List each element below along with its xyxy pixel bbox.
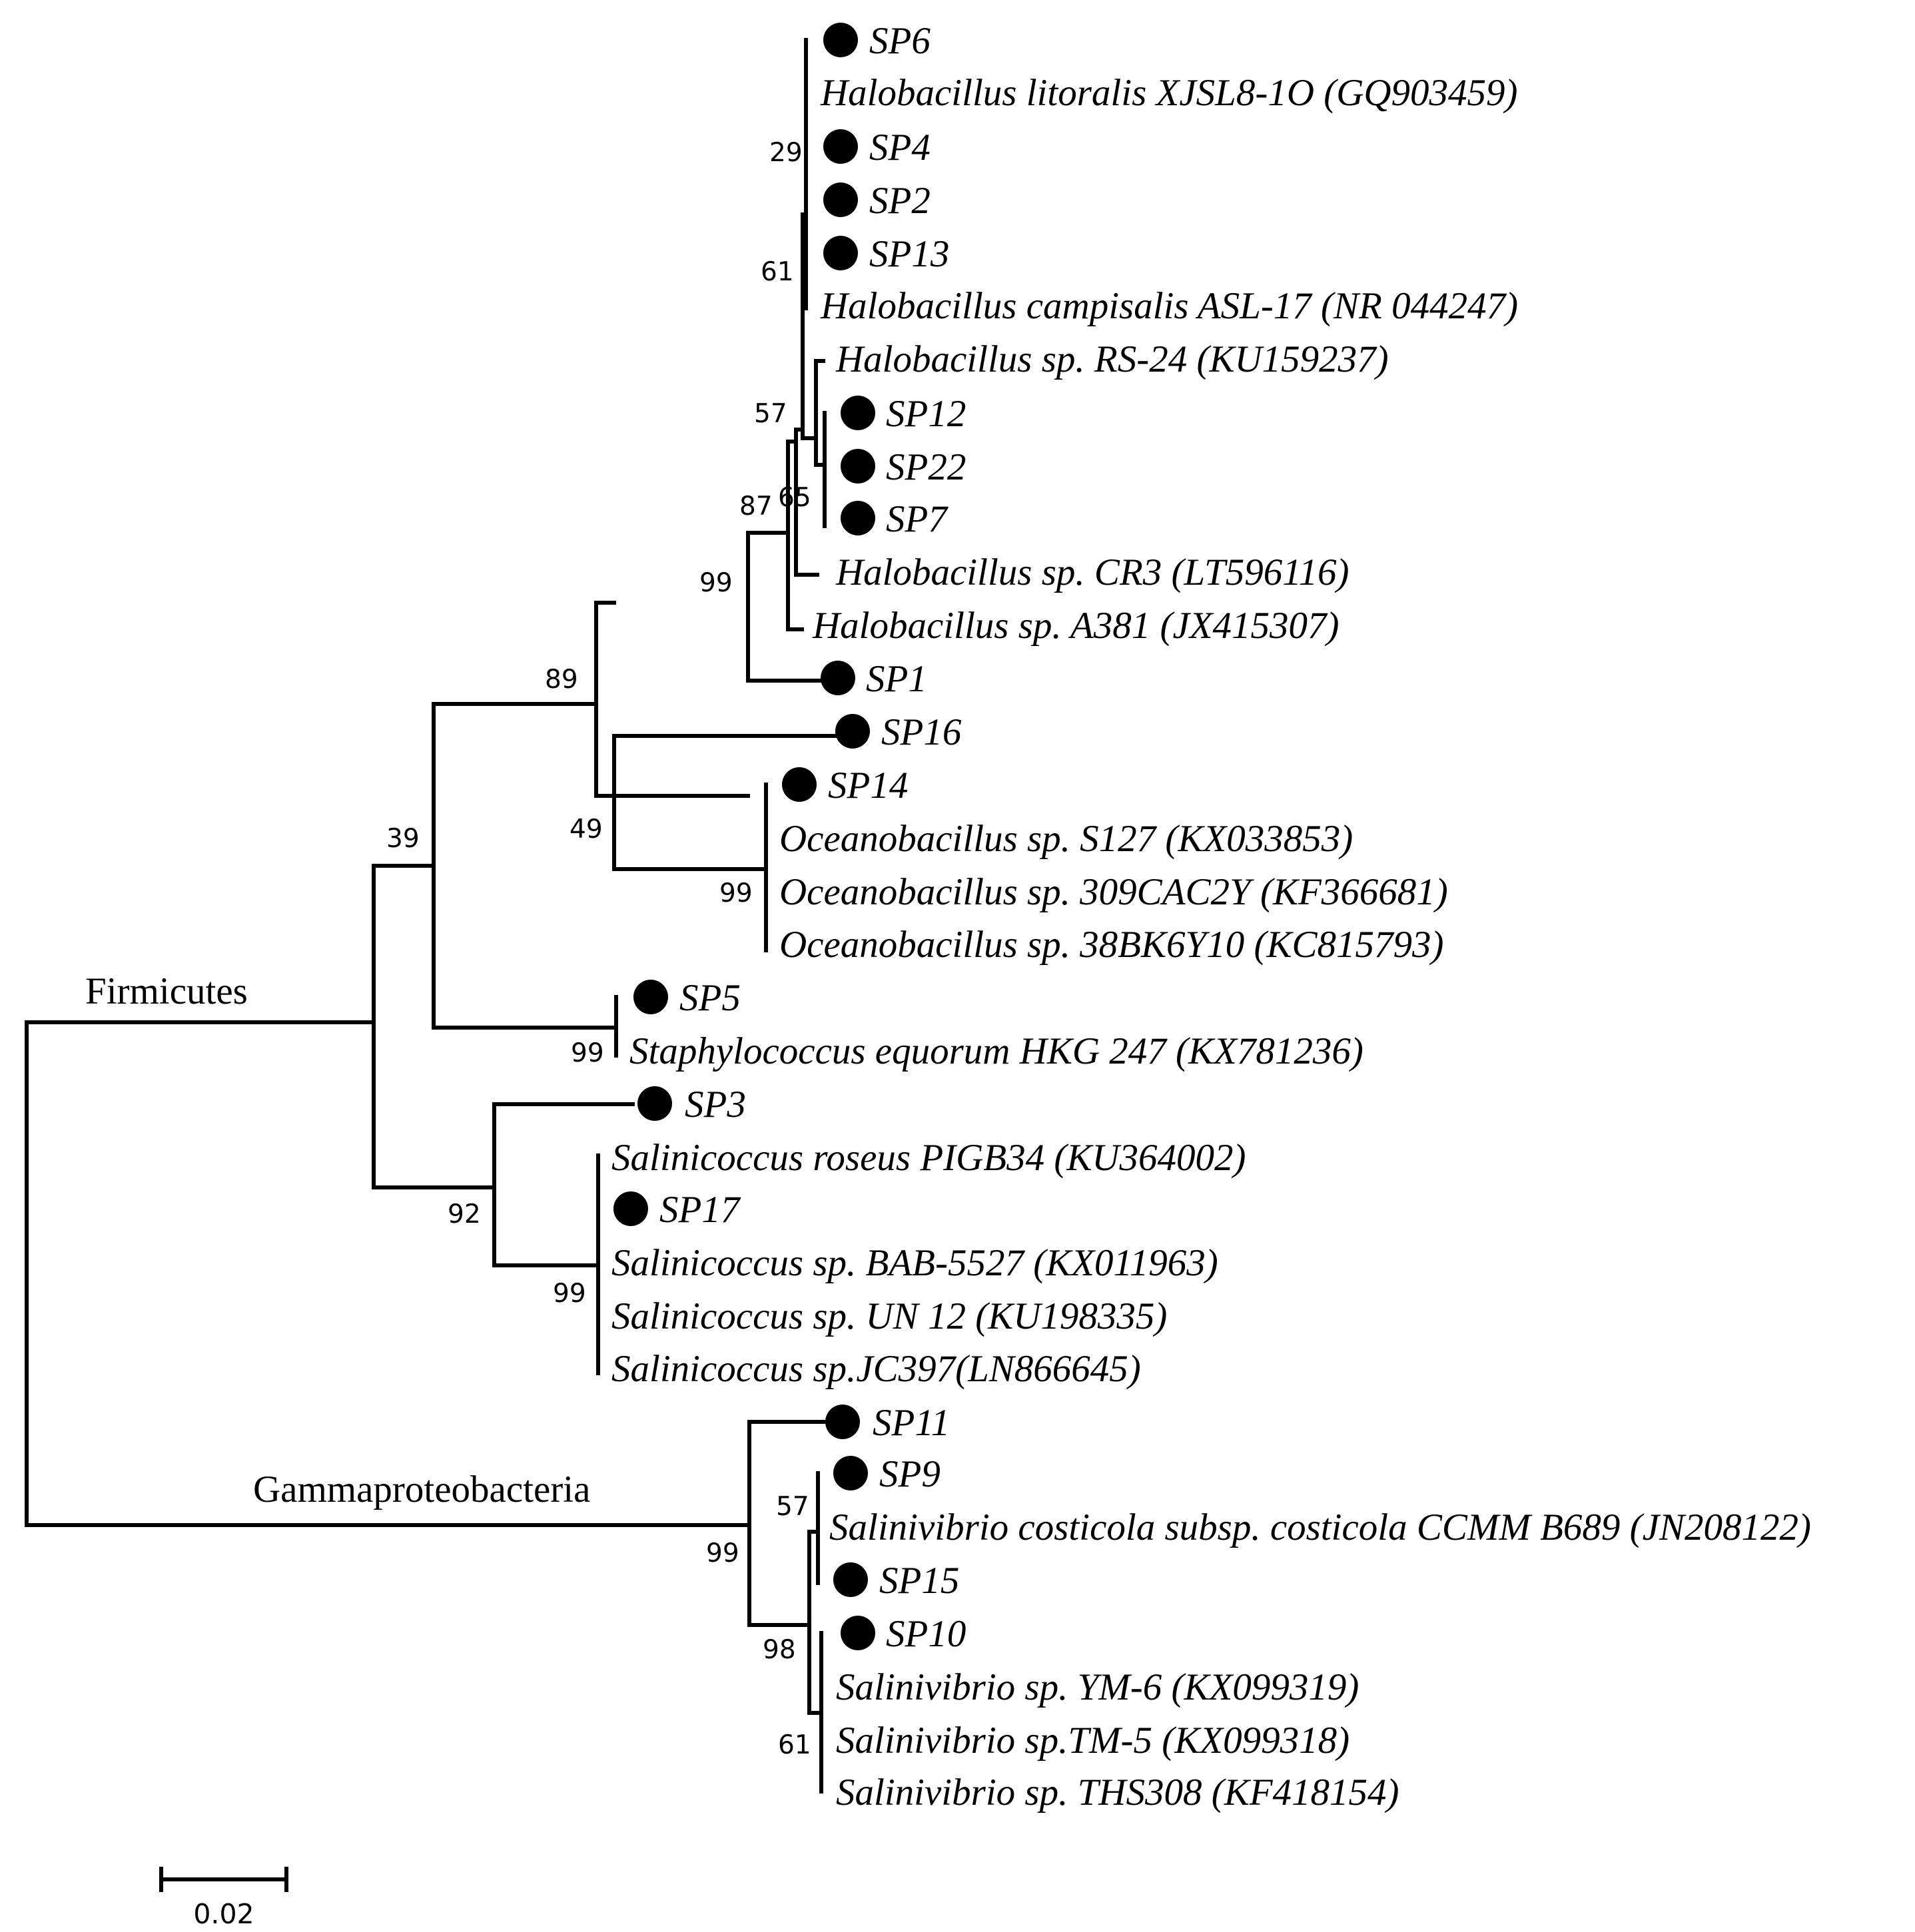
leaf-label-staphylococcus-equorum: Staphylococcus equorum HKG 247 (KX781236… [629, 1030, 1363, 1072]
leaf-label-sp17: SP17 [659, 1189, 741, 1231]
leaf-label-sp14: SP14 [828, 765, 908, 806]
leaf-label-halobacillus-campisalis: Halobacillus campisalis ASL-17 (NR 04424… [820, 285, 1518, 327]
isolate-marker-sp17 [613, 1191, 648, 1226]
leaf-label-sp12: SP12 [886, 393, 966, 435]
isolate-marker-sp6 [823, 23, 858, 57]
isolate-marker-sp9 [833, 1456, 868, 1490]
bootstrap-value: 99 [553, 1279, 586, 1309]
bootstrap-value: 92 [448, 1199, 481, 1229]
leaf-label-sp11: SP11 [873, 1402, 950, 1444]
leaf-label-sp10: SP10 [886, 1613, 966, 1655]
bootstrap-value: 99 [571, 1038, 604, 1068]
bootstrap-value: 99 [699, 568, 733, 598]
isolate-marker-sp22 [841, 449, 875, 483]
clade-label-firmicutes: Firmicutes [85, 970, 248, 1012]
leaf-label-oceanobacillus-s127: Oceanobacillus sp. S127 (KX033853) [779, 818, 1353, 860]
bootstrap-value: 89 [545, 665, 578, 695]
isolate-marker-sp4 [823, 129, 858, 164]
leaf-label-halobacillus-litoralis: Halobacillus litoralis XJSL8-1O (GQ90345… [820, 72, 1518, 114]
leaf-label-salinivibrio-tm5: Salinivibrio sp.TM-5 (KX099318) [836, 1720, 1349, 1762]
leaf-label-sp2: SP2 [869, 180, 931, 222]
leaf-label-oceanobacillus-38bk6y10: Oceanobacillus sp. 38BK6Y10 (KC815793) [779, 924, 1443, 966]
bootstrap-value: 57 [754, 399, 787, 429]
isolate-marker-sp16 [835, 714, 870, 749]
leaf-label-halobacillus-cr3: Halobacillus sp. CR3 (LT596116) [835, 551, 1349, 593]
isolate-marker-sp13 [823, 236, 858, 270]
leaf-label-sp5: SP5 [679, 977, 741, 1019]
bootstrap-value: 99 [706, 1538, 739, 1568]
isolate-marker-sp7 [841, 501, 875, 535]
leaf-label-salinicoccus-un12: Salinicoccus sp. UN 12 (KU198335) [611, 1295, 1167, 1337]
clade-label-gammaproteobacteria: Gammaproteobacteria [253, 1468, 590, 1510]
bootstrap-value: 49 [570, 814, 603, 844]
isolate-marker-sp3 [637, 1086, 672, 1121]
leaf-label-sp4: SP4 [869, 127, 931, 168]
bootstrap-value: 65 [778, 483, 811, 513]
leaf-label-halobacillus-rs24: Halobacillus sp. RS-24 (KU159237) [835, 338, 1389, 380]
leaf-label-sp22: SP22 [886, 446, 966, 488]
leaf-label-halobacillus-a381: Halobacillus sp. A381 (JX415307) [812, 605, 1340, 647]
leaf-label-salinicoccus-bab5527: Salinicoccus sp. BAB-5527 (KX011963) [611, 1242, 1218, 1284]
leaf-label-salinivibrio-ths308: Salinivibrio sp. THS308 (KF418154) [836, 1771, 1399, 1813]
leaf-label-sp13: SP13 [869, 233, 949, 275]
bootstrap-value: 99 [719, 878, 753, 908]
isolate-marker-sp14 [782, 767, 817, 802]
bootstrap-value: 29 [769, 138, 803, 168]
leaf-label-sp15: SP15 [879, 1560, 959, 1602]
isolate-marker-sp15 [833, 1562, 868, 1597]
leaf-label-salinivibrio-costicola: Salinivibrio costicola subsp. costicola … [829, 1506, 1811, 1548]
leaf-label-sp7: SP7 [886, 498, 949, 540]
scale-bar-line [159, 1867, 288, 1892]
isolate-markers [613, 23, 875, 1650]
leaf-label-sp3: SP3 [685, 1084, 746, 1126]
leaf-label-salinivibrio-ym6: Salinivibrio sp. YM-6 (KX099319) [836, 1666, 1359, 1708]
leaf-labels: SP6 Halobacillus litoralis XJSL8-1O (GQ9… [611, 20, 1811, 1813]
leaf-label-sp16: SP16 [881, 711, 962, 753]
isolate-marker-sp11 [825, 1405, 860, 1439]
tree-branches [25, 38, 843, 1793]
leaf-label-salinicoccus-jc397: Salinicoccus sp.JC397(LN866645) [611, 1348, 1141, 1390]
bootstrap-value: 87 [739, 491, 773, 521]
leaf-label-sp1: SP1 [866, 658, 927, 700]
isolate-marker-sp1 [821, 661, 855, 695]
isolate-marker-sp5 [633, 980, 668, 1014]
isolate-marker-sp2 [823, 182, 858, 217]
bootstrap-values: 29 61 57 65 87 99 89 49 99 39 99 92 99 5… [386, 138, 811, 1760]
leaf-label-oceanobacillus-309cac2y: Oceanobacillus sp. 309CAC2Y (KF366681) [779, 871, 1448, 913]
bootstrap-value: 39 [386, 824, 420, 854]
isolate-marker-sp10 [841, 1616, 875, 1650]
bootstrap-value: 61 [761, 257, 794, 287]
scale-bar-label: 0.02 [193, 1898, 254, 1930]
bootstrap-value: 61 [778, 1730, 811, 1760]
bootstrap-value: 98 [763, 1635, 796, 1665]
leaf-label-salinicoccus-roseus: Salinicoccus roseus PIGB34 (KU364002) [611, 1137, 1246, 1179]
scale-bar: 0.02 [159, 1867, 288, 1930]
bootstrap-value: 57 [776, 1492, 809, 1522]
leaf-label-sp6: SP6 [869, 20, 931, 62]
leaf-label-sp9: SP9 [879, 1453, 941, 1495]
isolate-marker-sp12 [841, 396, 875, 430]
